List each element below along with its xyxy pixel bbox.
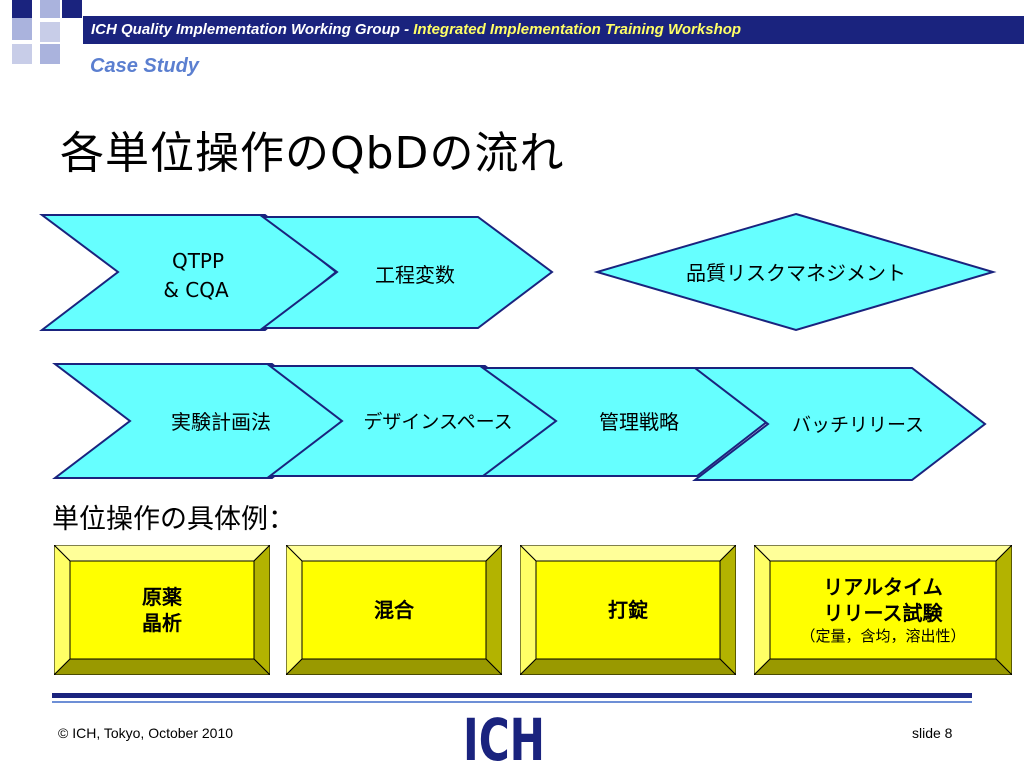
footer-rule bbox=[52, 693, 972, 698]
decor-square bbox=[40, 22, 60, 42]
decor-square bbox=[12, 0, 32, 18]
header-title: ICH Quality Implementation Working Group… bbox=[91, 20, 741, 40]
example-line: 打錠 bbox=[608, 598, 648, 622]
examples-label: 単位操作の具体例： bbox=[52, 504, 295, 535]
chevron-label: & CQA bbox=[163, 278, 229, 302]
decor-square bbox=[12, 18, 32, 40]
chevron-label: 管理戦略 bbox=[599, 410, 679, 434]
example-line: 晶析 bbox=[142, 611, 182, 635]
footer-rule-thin bbox=[52, 701, 972, 703]
section-label: Case Study bbox=[90, 55, 199, 77]
chevron-doe bbox=[52, 363, 344, 479]
header-org: ICH Quality Implementation Working Group… bbox=[91, 21, 414, 38]
example-box-api-crystallization: 原薬 晶析 bbox=[54, 545, 270, 675]
chevron-process-params bbox=[259, 216, 554, 329]
example-line: リリース試験 bbox=[823, 601, 943, 625]
decor-square bbox=[62, 0, 82, 18]
decor-square bbox=[12, 44, 32, 64]
flow-diagram: QTPP & CQA 工程変数 品質リスクマネジメント 実験計画法 デザインスペ… bbox=[39, 212, 997, 481]
example-line: 混合 bbox=[374, 598, 414, 622]
chevron-label: 実験計画法 bbox=[171, 410, 271, 434]
chevron-label: デザインスペース bbox=[363, 411, 512, 433]
example-subtext: （定量，含均，溶出性） bbox=[800, 627, 966, 645]
chevron-label: 工程変数 bbox=[375, 263, 455, 287]
footer-copyright: © ICH, Tokyo, October 2010 bbox=[58, 725, 234, 741]
header-bar bbox=[83, 16, 1024, 44]
example-box-blending: 混合 bbox=[286, 545, 502, 675]
diamond-qrm bbox=[593, 212, 997, 332]
chevron-batch-release bbox=[692, 367, 987, 481]
ich-logo: ICH bbox=[463, 706, 545, 764]
slide-number: slide 8 bbox=[912, 725, 953, 741]
example-line: リアルタイム bbox=[823, 575, 943, 599]
diamond-label: 品質リスクマネジメント bbox=[686, 261, 906, 285]
logo-text: ICH bbox=[463, 706, 545, 764]
chevron-label: QTPP bbox=[172, 249, 224, 273]
example-box-rtrt: リアルタイム リリース試験 （定量，含均，溶出性） bbox=[754, 545, 1012, 675]
example-line: 原薬 bbox=[142, 585, 182, 609]
page-title: 各単位操作のQbDの流れ bbox=[60, 128, 565, 179]
decor-square bbox=[40, 0, 60, 18]
chevron-label: バッチリリース bbox=[792, 414, 924, 436]
header-event: Integrated Implementation Training Works… bbox=[413, 21, 742, 38]
example-box-compression: 打錠 bbox=[520, 545, 736, 675]
chevron-qtpp-cqa bbox=[39, 214, 338, 331]
decor-square bbox=[40, 44, 60, 64]
